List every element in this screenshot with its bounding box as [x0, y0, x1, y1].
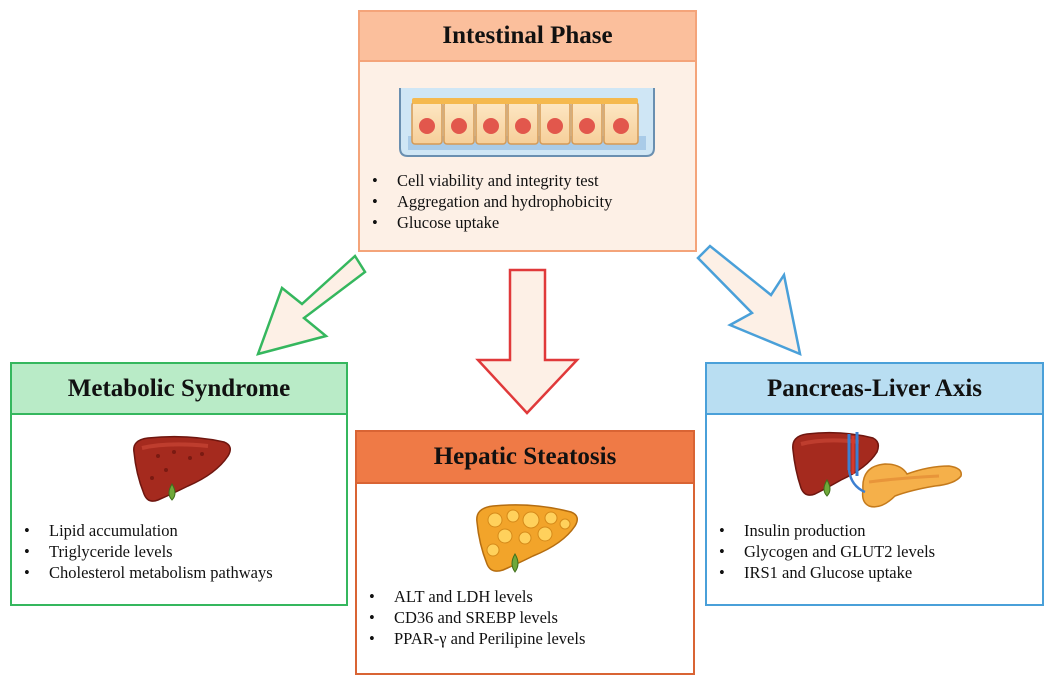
intestinal-phase-list: Cell viability and integrity test Aggreg… — [370, 170, 612, 233]
list-item: IRS1 and Glucose uptake — [717, 562, 935, 583]
hepatic-steatosis-title: Hepatic Steatosis — [357, 432, 693, 484]
list-item: Glycogen and GLUT2 levels — [717, 541, 935, 562]
hepatic-steatosis-box: Hepatic Steatosis ALT and LDH levels CD3… — [355, 430, 695, 675]
pancreas-liver-axis-box: Pancreas-Liver Axis Insulin production G… — [705, 362, 1044, 606]
metabolic-syndrome-box: Metabolic Syndrome Lipid accumulation Tr… — [10, 362, 348, 606]
list-item: Cell viability and integrity test — [370, 170, 612, 191]
list-item: Triglyceride levels — [22, 541, 273, 562]
fatty-liver-icon — [476, 504, 578, 573]
pancreas-liver-axis-title: Pancreas-Liver Axis — [707, 364, 1042, 415]
pancreas-liver-axis-list: Insulin production Glycogen and GLUT2 le… — [717, 520, 935, 583]
list-item: Insulin production — [717, 520, 935, 541]
intestinal-phase-title: Intestinal Phase — [360, 12, 695, 62]
list-item: Cholesterol metabolism pathways — [22, 562, 273, 583]
list-item: Glucose uptake — [370, 212, 612, 233]
intestinal-cell-monolayer-icon — [399, 88, 655, 157]
metabolic-syndrome-list: Lipid accumulation Triglyceride levels C… — [22, 520, 273, 583]
liver-pancreas-icon — [792, 431, 962, 508]
list-item: CD36 and SREBP levels — [367, 607, 585, 628]
metabolic-syndrome-title: Metabolic Syndrome — [12, 364, 346, 415]
list-item: Aggregation and hydrophobicity — [370, 191, 612, 212]
list-item: Lipid accumulation — [22, 520, 273, 541]
intestinal-phase-box: Intestinal Phase Cel — [358, 10, 697, 252]
liver-icon — [133, 435, 231, 502]
list-item: ALT and LDH levels — [367, 586, 585, 607]
hepatic-steatosis-list: ALT and LDH levels CD36 and SREBP levels… — [367, 586, 585, 649]
list-item: PPAR-γ and Perilipine levels — [367, 628, 585, 649]
